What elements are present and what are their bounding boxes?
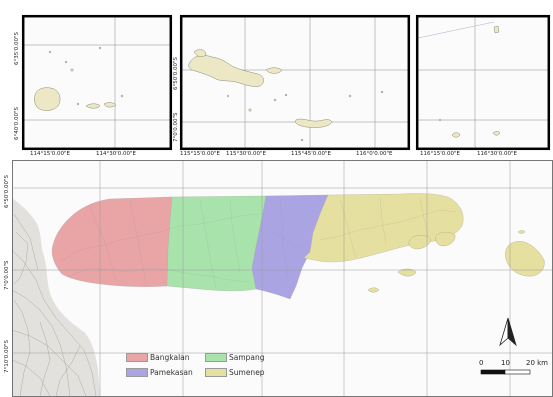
island: [273, 98, 277, 102]
island: [70, 68, 74, 72]
island: [188, 55, 264, 87]
island: [295, 118, 333, 128]
legend-swatch-sumenep: [205, 368, 227, 377]
island: [120, 94, 124, 98]
inset-3-frame: [415, 14, 551, 151]
island: [505, 241, 545, 277]
island: [284, 93, 288, 97]
route-line: [417, 21, 495, 39]
inset-2-islands: [188, 49, 384, 142]
island: [435, 231, 456, 247]
inset-1-lat-label: 6°40'0.00"S: [14, 106, 20, 140]
island: [103, 102, 117, 108]
scale-label-20km: 20 km: [526, 359, 549, 367]
inset-1-lon-label: 114°30'0.00"E: [96, 151, 137, 157]
main-lat-label: 7°10'0.00"S: [4, 339, 10, 373]
inset-3-islands: [438, 25, 501, 138]
island: [367, 287, 380, 293]
main-graticule: [13, 161, 552, 396]
island: [348, 94, 352, 98]
legend-label-bangkalan: Bangkalan: [150, 353, 190, 362]
inset-1-islands: [34, 46, 124, 111]
island: [34, 87, 61, 111]
island: [300, 138, 304, 142]
island: [85, 103, 101, 109]
scale-bar: [480, 369, 531, 375]
main-map: [11, 160, 553, 397]
inset-3-lon-label: 116°30'0.00"E: [477, 151, 518, 157]
main-lat-label: 7°0'0.00"S: [4, 260, 10, 290]
java-land: [12, 198, 100, 396]
island: [248, 108, 252, 112]
region-bangkalan: [51, 196, 173, 287]
island: [517, 230, 526, 234]
island: [64, 60, 68, 64]
main-lat-label: 6°50'0.00"S: [4, 174, 10, 208]
inset-map-2: [179, 14, 411, 151]
inset-2-lon-label: 115°30'0.00"E: [226, 151, 267, 157]
legend-swatch-pamekasan: [126, 368, 148, 377]
sumenep-islands: [367, 230, 545, 293]
legend-label-sampang: Sampang: [229, 353, 265, 362]
island: [98, 46, 102, 50]
island: [493, 25, 500, 34]
inset-2-lon-label: 116°0'0.00"E: [356, 151, 393, 157]
island: [76, 102, 80, 106]
inset-3-lon-label: 116°15'0.00"E: [420, 151, 461, 157]
scale-label-10: 10: [501, 359, 510, 367]
island: [380, 90, 384, 94]
island: [48, 50, 52, 54]
island: [438, 118, 442, 122]
inset-2-water: [180, 15, 410, 150]
legend-swatch-sampang: [205, 353, 227, 362]
inset-2-lat-label: 6°50'0.00"S: [173, 56, 179, 90]
inset-2-lon-label: 115°45'0.00"E: [291, 151, 332, 157]
inset-1-frame: [21, 14, 173, 151]
region-sampang: [166, 195, 267, 292]
inset-1-graticule: [23, 16, 171, 149]
legend-swatch-bangkalan: [126, 353, 148, 362]
inset-2-frame: [179, 14, 411, 151]
inset-1-lon-label: 114°15'0.00"E: [30, 151, 71, 157]
inset-2-lat-label: 7°0'0.00"S: [173, 112, 179, 142]
island: [265, 67, 283, 74]
madura-roads: [59, 197, 457, 289]
inset-1-lat-label: 6°35'0.00"S: [14, 31, 20, 65]
java-roads: [11, 213, 97, 397]
north-arrow-icon: [499, 317, 517, 347]
inset-map-3: [415, 14, 551, 151]
legend-label-sumenep: Sumenep: [229, 368, 265, 377]
island: [492, 131, 501, 136]
inset-3-water: [416, 15, 550, 150]
scale-label-0: 0: [479, 359, 484, 367]
island: [451, 132, 461, 138]
inset-map-1: [21, 14, 173, 151]
island: [397, 268, 417, 277]
island: [226, 94, 230, 98]
scale-bar-segment: [480, 369, 506, 375]
island: [193, 49, 207, 57]
scale-bar-segment: [504, 369, 531, 375]
legend-label-pamekasan: Pamekasan: [150, 368, 193, 377]
inset-1-water: [22, 15, 172, 150]
inset-2-lon-label: 115°15'0.00"E: [180, 151, 221, 157]
